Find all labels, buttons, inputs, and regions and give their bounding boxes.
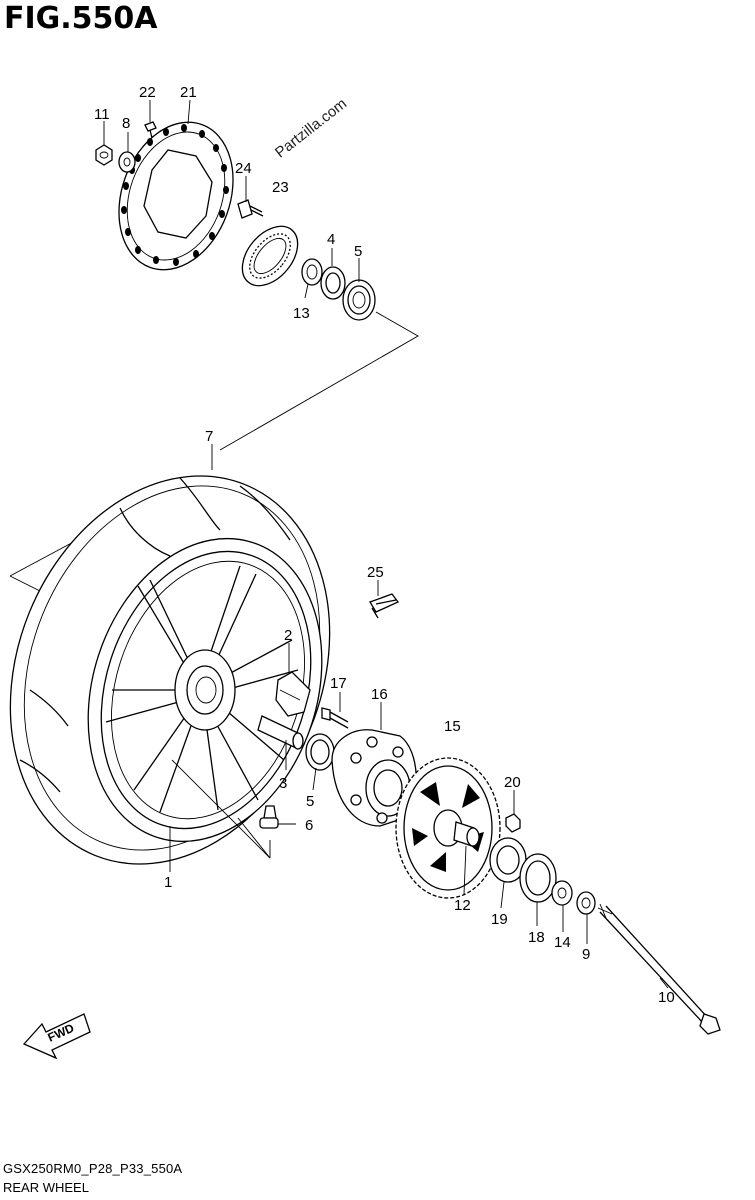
axle-10	[597, 903, 721, 1035]
label-11: 11	[94, 106, 110, 123]
label-19: 19	[491, 911, 508, 928]
label-8: 8	[122, 115, 130, 132]
nut-11	[95, 144, 113, 166]
label-25: 25	[367, 564, 384, 581]
label-3: 3	[279, 775, 287, 792]
label-leaders	[103, 99, 669, 989]
label-21: 21	[180, 84, 197, 101]
figure-code: GSX250RM0_P28_P33_550A	[3, 1161, 183, 1176]
label-6: 6	[305, 817, 313, 834]
sprocket-15	[395, 757, 501, 899]
label-5-upper: 5	[354, 243, 362, 260]
label-24: 24	[235, 160, 252, 177]
label-7: 7	[205, 428, 213, 445]
label-20: 20	[504, 774, 521, 791]
collar-12	[453, 821, 480, 847]
bolt-24	[237, 199, 264, 219]
wheel-leader-lines	[171, 759, 271, 859]
label-23: 23	[272, 179, 289, 196]
label-16: 16	[371, 686, 388, 703]
washer-8	[118, 151, 136, 173]
spacer-3	[257, 715, 304, 750]
collar-13	[301, 258, 323, 286]
damper-2	[275, 671, 311, 717]
label-9: 9	[582, 946, 590, 963]
valve-6	[259, 805, 296, 829]
brake-disc	[118, 121, 234, 271]
wheel-rim	[87, 537, 323, 843]
figure-name: REAR WHEEL	[3, 1180, 89, 1195]
label-13: 13	[293, 305, 310, 322]
washer-14	[551, 880, 573, 906]
figure-title: FIG.550A	[4, 1, 158, 36]
part-labels: 1 2 3 4 5 5 6 7 8 9 10 11 12 13 14 15 16…	[94, 84, 675, 1006]
sensor-ring-23	[241, 225, 299, 287]
label-5-lower: 5	[306, 793, 314, 810]
label-12: 12	[454, 897, 471, 914]
nut-20	[505, 813, 521, 833]
washer-9	[576, 891, 596, 915]
fwd-arrow-icon: FWD	[22, 1013, 91, 1060]
label-4: 4	[327, 231, 335, 248]
oil-seal-4	[320, 266, 346, 300]
label-17: 17	[330, 675, 347, 692]
bolt-22	[144, 121, 157, 139]
bolt-17	[321, 707, 349, 729]
label-18: 18	[528, 929, 545, 946]
label-22: 22	[139, 84, 156, 101]
label-2: 2	[284, 627, 292, 644]
label-15: 15	[444, 718, 461, 735]
bearing-5-upper	[342, 279, 376, 321]
oil-seal-18	[519, 853, 557, 903]
bearing-5-lower	[305, 733, 335, 771]
label-10: 10	[658, 989, 675, 1006]
label-1: 1	[164, 874, 172, 891]
sprocket-hub-16	[331, 729, 417, 827]
clip-25	[369, 593, 400, 619]
label-14: 14	[554, 934, 571, 951]
